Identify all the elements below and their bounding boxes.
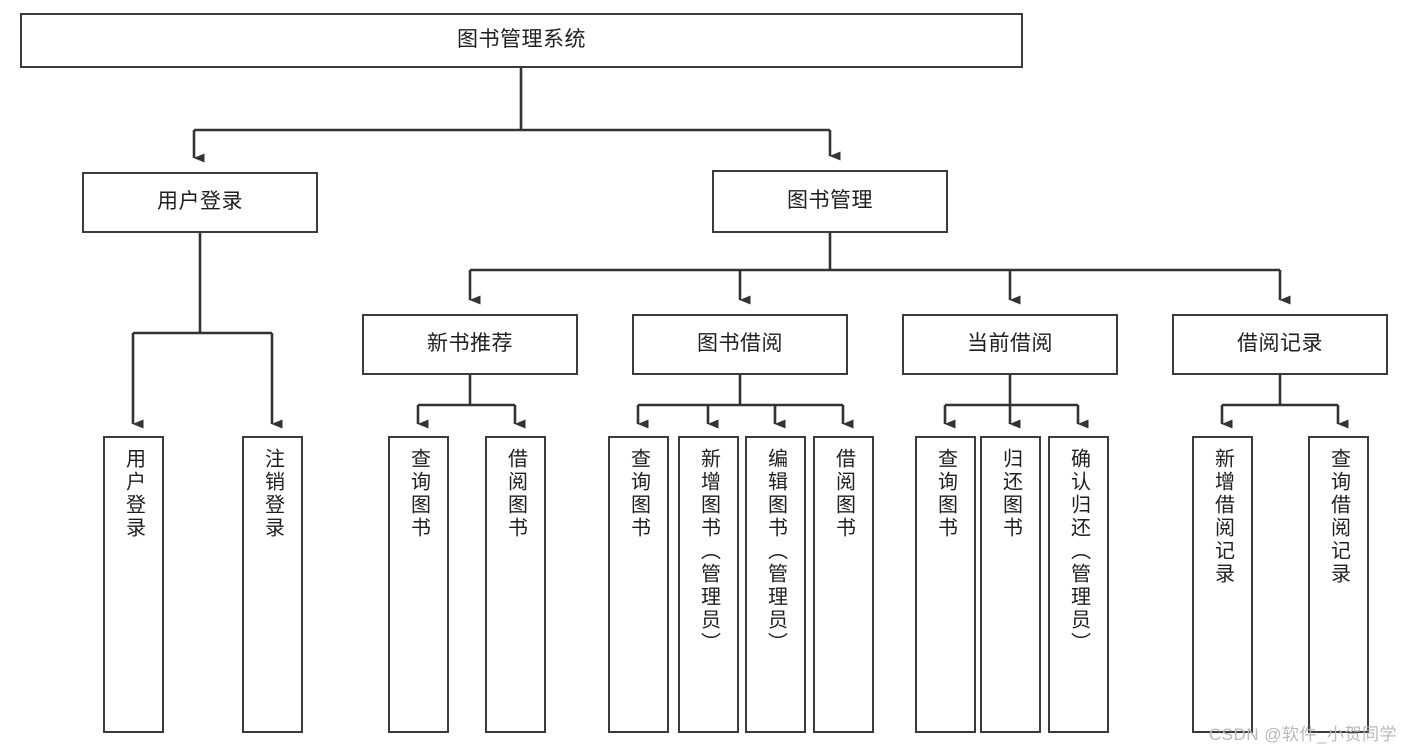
node-leaf-add-book[interactable]: 新增图书（管理员） bbox=[678, 436, 739, 733]
node-label-leaf-query-book-3: 查询图书 bbox=[934, 448, 957, 540]
node-label-leaf-user-login: 用户登录 bbox=[122, 448, 145, 540]
node-label-leaf-return-book: 归还图书 bbox=[999, 448, 1022, 540]
node-leaf-user-login[interactable]: 用户登录 bbox=[103, 436, 164, 733]
csdn-watermark: CSDN @软件_小贺同学 bbox=[1208, 725, 1397, 744]
node-label-leaf-confirm-return: 确认归还（管理员） bbox=[1067, 448, 1090, 655]
node-current-borrow[interactable]: 当前借阅 bbox=[902, 314, 1118, 375]
node-system-root[interactable]: 图书管理系统 bbox=[20, 13, 1023, 68]
node-label-leaf-borrow-book-2: 借阅图书 bbox=[832, 448, 855, 540]
node-leaf-add-record[interactable]: 新增借阅记录 bbox=[1192, 436, 1253, 733]
node-leaf-query-book-1[interactable]: 查询图书 bbox=[388, 436, 449, 733]
node-label-book-borrow: 图书借阅 bbox=[697, 332, 783, 356]
node-label-current-borrow: 当前借阅 bbox=[967, 332, 1053, 356]
node-leaf-edit-book[interactable]: 编辑图书（管理员） bbox=[745, 436, 806, 733]
node-label-borrow-record: 借阅记录 bbox=[1237, 332, 1323, 356]
node-book-borrow[interactable]: 图书借阅 bbox=[632, 314, 848, 375]
node-leaf-query-book-3[interactable]: 查询图书 bbox=[915, 436, 976, 733]
node-leaf-confirm-return[interactable]: 确认归还（管理员） bbox=[1048, 436, 1109, 733]
node-label-leaf-edit-book: 编辑图书（管理员） bbox=[764, 448, 787, 655]
node-leaf-query-book-2[interactable]: 查询图书 bbox=[608, 436, 669, 733]
node-label-book-management: 图书管理 bbox=[787, 189, 873, 213]
node-label-leaf-query-record: 查询借阅记录 bbox=[1327, 448, 1350, 586]
node-book-management[interactable]: 图书管理 bbox=[712, 170, 948, 233]
node-leaf-borrow-book-1[interactable]: 借阅图书 bbox=[485, 436, 546, 733]
node-label-leaf-add-record: 新增借阅记录 bbox=[1211, 448, 1234, 586]
node-user-login[interactable]: 用户登录 bbox=[82, 172, 318, 233]
node-label-leaf-add-book: 新增图书（管理员） bbox=[697, 448, 720, 655]
node-leaf-query-record[interactable]: 查询借阅记录 bbox=[1308, 436, 1369, 733]
node-label-leaf-query-book-2: 查询图书 bbox=[627, 448, 650, 540]
node-label-new-book-recommend: 新书推荐 bbox=[427, 332, 513, 356]
node-leaf-return-book[interactable]: 归还图书 bbox=[980, 436, 1041, 733]
node-label-system-root: 图书管理系统 bbox=[457, 28, 586, 52]
node-label-user-login: 用户登录 bbox=[157, 190, 243, 214]
node-new-book-recommend[interactable]: 新书推荐 bbox=[362, 314, 578, 375]
node-label-leaf-borrow-book-1: 借阅图书 bbox=[504, 448, 527, 540]
node-leaf-logout-login[interactable]: 注销登录 bbox=[242, 436, 303, 733]
node-label-leaf-logout-login: 注销登录 bbox=[261, 448, 284, 540]
node-leaf-borrow-book-2[interactable]: 借阅图书 bbox=[813, 436, 874, 733]
node-label-leaf-query-book-1: 查询图书 bbox=[407, 448, 430, 540]
node-borrow-record[interactable]: 借阅记录 bbox=[1172, 314, 1388, 375]
